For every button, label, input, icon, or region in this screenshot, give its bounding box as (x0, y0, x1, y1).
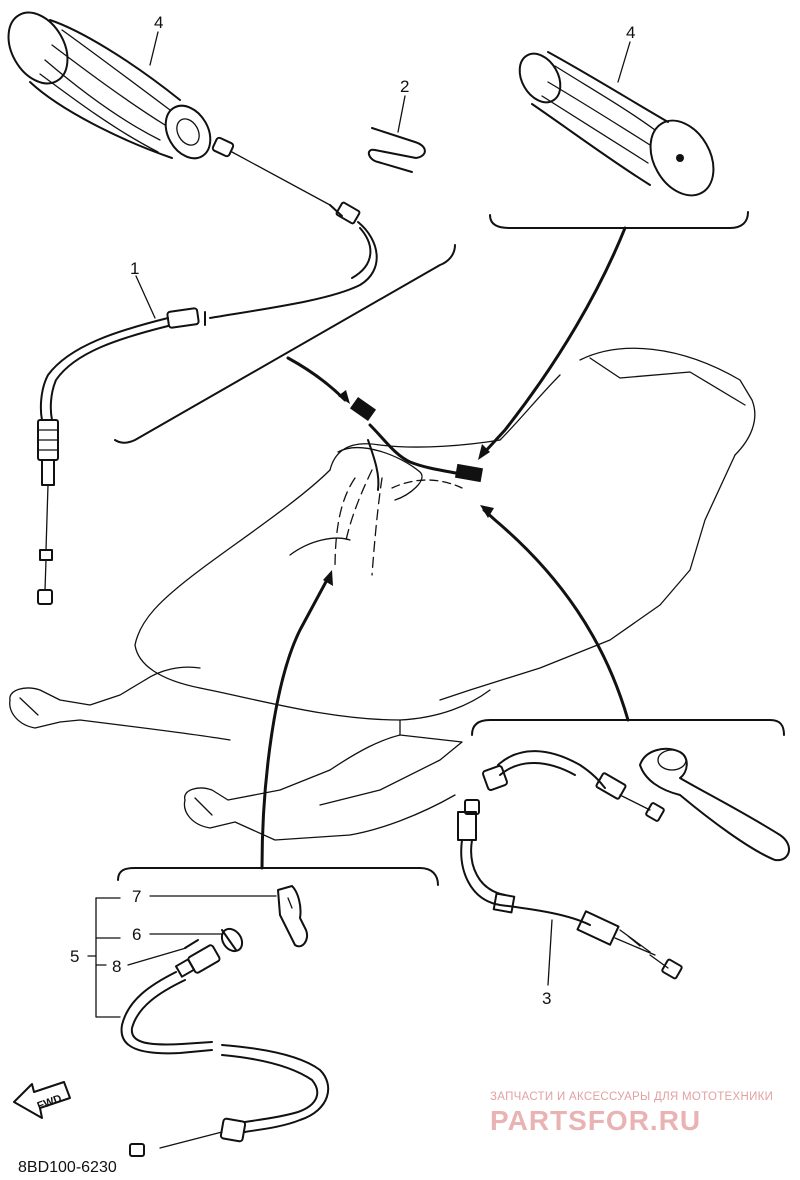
callout-4-right: 4 (626, 23, 635, 42)
callout-numbers: 1 2 3 4 4 5 6 7 8 (70, 13, 635, 1008)
callout-1: 1 (130, 259, 139, 278)
throttle-cable (37, 136, 378, 605)
watermark: ЗАПЧАСТИ И АКСЕССУАРЫ ДЛЯ МОТОТЕХНИКИ PA… (490, 1091, 773, 1136)
brake-cable (457, 747, 790, 980)
diagram-code: 8BD100-6230 (18, 1159, 117, 1176)
clip-part (367, 127, 426, 173)
watermark-tagline: ЗАПЧАСТИ И АКСЕССУАРЫ ДЛЯ МОТОТЕХНИКИ (490, 1091, 773, 1103)
routing-arrows (260, 226, 630, 870)
switch-assembly (87, 885, 330, 1157)
watermark-brand: PARTSFOR.RU (490, 1105, 701, 1136)
callout-8: 8 (112, 957, 121, 976)
group-brackets (114, 211, 785, 886)
grip-left (7, 11, 212, 160)
callout-6: 6 (132, 925, 141, 944)
callout-3: 3 (542, 989, 551, 1008)
fwd-label: FWD (36, 1093, 64, 1113)
callout-7: 7 (132, 887, 141, 906)
snowmobile-outline (9, 347, 756, 841)
handlebar (349, 396, 484, 491)
callout-5: 5 (70, 947, 79, 966)
callout-4-left: 4 (154, 13, 163, 32)
leader-lines (127, 31, 631, 986)
fwd-arrow-icon: FWD (13, 1081, 71, 1119)
grip-right (518, 51, 715, 197)
callout-2: 2 (400, 77, 409, 96)
